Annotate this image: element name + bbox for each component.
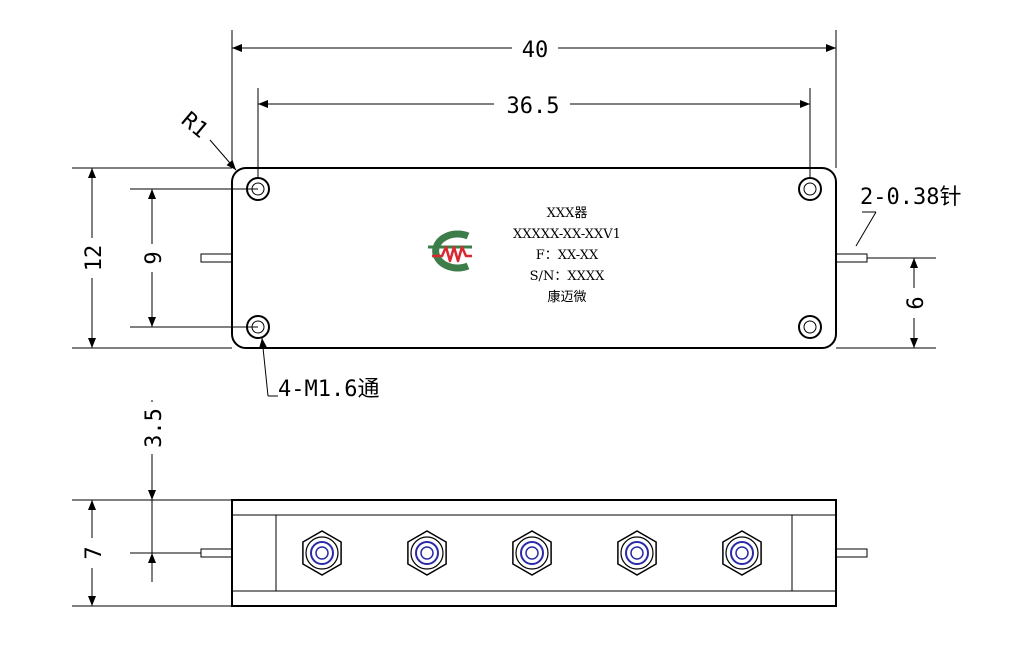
sma-connector-icon [617,530,657,576]
sma-connector-icon [722,530,762,576]
pin-spec-note: 2-0.38针 [860,185,961,210]
company-logo-icon [428,230,472,272]
label-product-type: XXX器 [547,206,588,221]
sma-connector-icon [407,530,447,576]
dim-side-offset: 3.5 [142,408,167,448]
pin-right [835,253,868,263]
pin-left-side [200,548,233,558]
dim-hole-spacing-y: 9 [142,251,167,264]
sma-connector-icon [302,530,342,576]
dim-corner-radius: R1 [176,107,212,143]
label-model-number: XXXXX-XX-XXV1 [513,227,621,242]
product-label: XXX器 XXXXX-XX-XXV1 F：XX-XX S/N：XXXX 康迈微 [513,206,621,305]
label-manufacturer: 康迈微 [547,289,586,305]
connector-row [302,530,762,576]
pin-right-side [835,548,868,558]
dim-overall-length: 40 [522,38,549,63]
label-serial-number: S/N：XXXX [530,269,605,284]
mount-hole [798,315,822,339]
hole-spec-note: 4-M1.6通 [278,377,379,402]
label-frequency: F：XX-XX [536,248,599,263]
mount-hole [798,177,822,201]
module-body-side [231,499,837,607]
dim-pin-offset: 6 [904,296,929,309]
dim-side-height: 7 [82,546,107,559]
sma-connector-icon [512,530,552,576]
side-view: 7 3.5 [72,400,868,607]
module-body-top [231,167,837,349]
top-view: 40 36.5 R1 12 9 2-0.38针 [72,30,961,402]
dim-overall-width: 12 [82,245,107,272]
pin-left [200,253,233,263]
dim-hole-spacing-x: 36.5 [507,94,560,119]
